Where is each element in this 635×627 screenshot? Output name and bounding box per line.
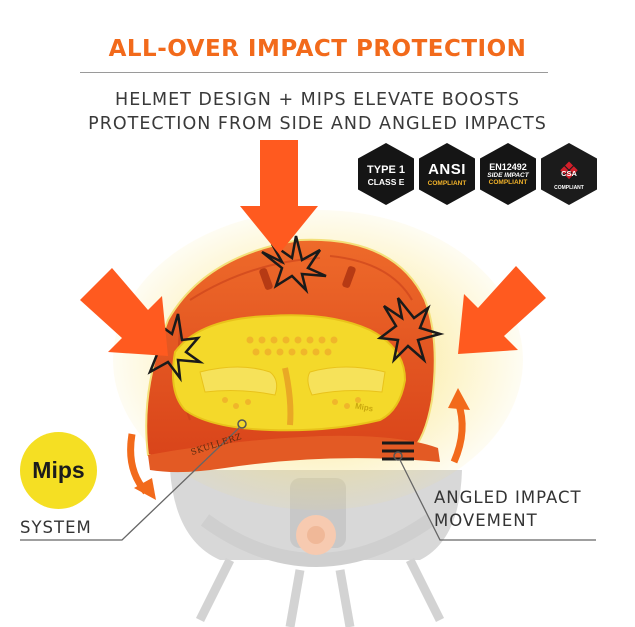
badge-type1-class-e: TYPE 1 CLASS E [358,143,414,205]
badge-en12492: EN12492 SIDE IMPACT COMPLIANT [480,143,536,205]
badge-ansi: ANSI COMPLIANT [419,143,475,205]
impact-arrow-right [458,266,546,354]
impact-arrow-top [240,140,318,254]
mips-system-label: SYSTEM [20,518,92,537]
angled-impact-line-1: ANGLED IMPACT [434,488,582,507]
angled-impact-line-2: MOVEMENT [434,511,538,530]
callout-mips-leader [20,419,247,541]
badge-type1-line1: TYPE 1 [367,163,405,176]
badge-en-line2: SIDE IMPACT [487,172,529,179]
badge-ansi-line1: ANSI [428,161,466,178]
maple-leaf-icon: ❖ [558,158,580,185]
subheadline-line-1: HELMET DESIGN + MIPS ELEVATE BOOSTS [115,90,520,110]
badge-csa-line2: COMPLIANT [554,185,584,191]
badge-csa-line1: CSA [561,169,577,178]
subheadline-line-2: PROTECTION FROM SIDE AND ANGLED IMPACTS [88,114,547,134]
mips-logo-badge: Mips [20,432,97,509]
impact-arrow-left [80,268,168,356]
badge-en-line3: COMPLIANT [488,179,528,186]
badge-en-line1: EN12492 [489,162,527,172]
rotation-arrow-left-head [134,478,156,500]
helmet-vents [259,266,356,290]
mips-liner [172,314,407,432]
callout-angled-leader [393,451,596,541]
subheadline: HELMET DESIGN + MIPS ELEVATE BOOSTS PROT… [30,88,605,136]
badge-ansi-line2: COMPLIANT [427,180,467,187]
headline-divider [80,72,548,73]
badge-csa: ❖ CSA COMPLIANT [541,143,597,205]
badge-type1-line2: CLASS E [367,176,405,187]
rotation-arrow-right-head [448,388,470,410]
angled-impact-label: ANGLED IMPACT MOVEMENT [434,486,582,532]
certification-badges: TYPE 1 CLASS E ANSI COMPLIANT EN12492 SI… [358,143,598,205]
headline: ALL-OVER IMPACT PROTECTION [108,36,527,62]
movement-lines-icon [382,441,414,461]
impact-burst-right [376,297,445,364]
